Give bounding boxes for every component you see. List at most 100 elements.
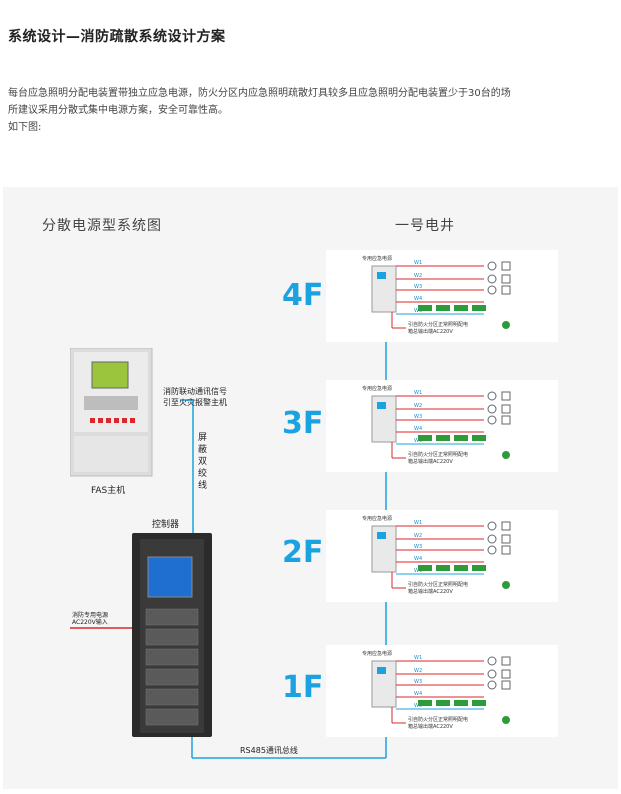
exit-sign-icon xyxy=(472,565,486,571)
light-fixture-icon xyxy=(501,669,511,679)
light-fixture-icon xyxy=(487,680,497,690)
power-input-label-2: AC220V输入 xyxy=(72,619,108,626)
light-fixture-icon xyxy=(501,261,511,271)
light-fixture-icon xyxy=(501,656,511,666)
light-fixture-icon xyxy=(501,285,511,295)
floor-card-drawing: 专用应急电源W1W2W3W4W5引自防火分区正常照明配电箱总输出端AC220V xyxy=(362,255,511,335)
light-fixture-icon xyxy=(501,534,511,544)
emergency-box-label: 专用应急电源 xyxy=(362,515,392,522)
box-indicator xyxy=(377,667,386,674)
exit-sign-icon xyxy=(418,700,432,706)
floor-label-2f: 2F xyxy=(282,535,324,570)
exit-light-icon xyxy=(502,716,510,724)
light-fixture-icon xyxy=(487,404,497,414)
light-fixture-icon xyxy=(501,391,511,401)
exit-sign-icon xyxy=(454,565,468,571)
exit-light-icon xyxy=(502,451,510,459)
floor-card-2f: 专用应急电源W1W2W3W4W5引自防火分区正常照明配电箱总输出端AC220V xyxy=(326,510,558,602)
light-fixture-icon xyxy=(487,545,497,555)
left-heading: 分散电源型系统图 xyxy=(42,218,162,234)
light-fixture-icon xyxy=(487,415,497,425)
light-fixture-icon xyxy=(487,285,497,295)
exit-sign-icon xyxy=(472,435,486,441)
supply-note-1: 引自防火分区正常照明配电 xyxy=(408,321,468,328)
controller-cabinet xyxy=(132,533,212,737)
circuit-label-w1: W1 xyxy=(414,655,422,661)
circuit-label-w3: W3 xyxy=(414,544,422,550)
circuit-label-w3: W3 xyxy=(414,414,422,420)
intro-line-1: 每台应急照明分配电装置带独立应急电源，防火分区内应急照明疏散灯具较多且应急照明分… xyxy=(8,88,511,99)
supply-note-2: 箱总输出端AC220V xyxy=(408,588,453,595)
floor-label-4f: 4F xyxy=(282,278,324,313)
circuit-label-w2: W2 xyxy=(414,273,422,279)
circuit-label-w4: W4 xyxy=(414,296,422,302)
light-fixture-icon xyxy=(501,545,511,555)
fire-signal-label-2: 引至火灾报警主机 xyxy=(163,398,227,407)
floor-card-1f: 专用应急电源W1W2W3W4W5引自防火分区正常照明配电箱总输出端AC220V xyxy=(326,645,558,737)
exit-sign-icon xyxy=(418,305,432,311)
circuit-label-w4: W4 xyxy=(414,691,422,697)
box-indicator xyxy=(377,532,386,539)
light-fixture-icon xyxy=(501,680,511,690)
exit-sign-icon xyxy=(436,435,450,441)
circuit-label-w3: W3 xyxy=(414,284,422,290)
supply-note-1: 引自防火分区正常照明配电 xyxy=(408,581,468,588)
circuit-label-w1: W1 xyxy=(414,260,422,266)
circuit-label-w2: W2 xyxy=(414,668,422,674)
controller-label: 控制器 xyxy=(152,520,180,530)
circuit-label-w4: W4 xyxy=(414,556,422,562)
floor-card-drawing: 专用应急电源W1W2W3W4W5引自防火分区正常照明配电箱总输出端AC220V xyxy=(362,515,511,595)
exit-sign-icon xyxy=(436,305,450,311)
emergency-box-label: 专用应急电源 xyxy=(362,255,392,262)
light-fixture-icon xyxy=(501,415,511,425)
fas-label: FAS主机 xyxy=(91,486,126,496)
exit-sign-icon xyxy=(454,305,468,311)
supply-note-1: 引自防火分区正常照明配电 xyxy=(408,451,468,458)
light-fixture-icon xyxy=(487,261,497,271)
exit-sign-icon xyxy=(418,435,432,441)
light-fixture-icon xyxy=(501,404,511,414)
circuit-label-w1: W1 xyxy=(414,390,422,396)
light-fixture-icon xyxy=(487,274,497,284)
circuit-label-w3: W3 xyxy=(414,679,422,685)
power-input-label-1: 消防专用电源 xyxy=(72,612,109,619)
fas-host-panel xyxy=(70,348,153,477)
light-fixture-icon xyxy=(487,391,497,401)
exit-light-icon xyxy=(502,321,510,329)
light-fixture-icon xyxy=(487,656,497,666)
exit-light-icon xyxy=(502,581,510,589)
floor-label-3f: 3F xyxy=(282,406,324,441)
fire-signal-label-1: 消防联动通讯信号 xyxy=(163,387,227,396)
light-fixture-icon xyxy=(501,521,511,531)
light-fixture-icon xyxy=(487,521,497,531)
exit-sign-icon xyxy=(418,565,432,571)
exit-sign-icon xyxy=(472,700,486,706)
box-indicator xyxy=(377,272,386,279)
light-fixture-icon xyxy=(501,274,511,284)
circuit-label-w2: W2 xyxy=(414,403,422,409)
right-heading: 一号电井 xyxy=(395,218,455,234)
exit-sign-icon xyxy=(472,305,486,311)
floor-card-drawing: 专用应急电源W1W2W3W4W5引自防火分区正常照明配电箱总输出端AC220V xyxy=(362,650,511,730)
supply-note-1: 引自防火分区正常照明配电 xyxy=(408,716,468,723)
emergency-box-label: 专用应急电源 xyxy=(362,385,392,392)
circuit-label-w1: W1 xyxy=(414,520,422,526)
shielded-cable-label: 屏蔽双绞线 xyxy=(198,433,208,491)
intro-line-2: 所建议采用分散式集中电源方案，安全可靠性高。 xyxy=(8,105,228,116)
supply-note-2: 箱总输出端AC220V xyxy=(408,723,453,730)
emergency-box-label: 专用应急电源 xyxy=(362,650,392,657)
box-indicator xyxy=(377,402,386,409)
floor-card-4f: 专用应急电源W1W2W3W4W5引自防火分区正常照明配电箱总输出端AC220V xyxy=(326,250,558,342)
light-fixture-icon xyxy=(487,669,497,679)
page-title: 系统设计—消防疏散系统设计方案 xyxy=(8,29,226,45)
floor-label-1f: 1F xyxy=(282,670,324,705)
exit-sign-icon xyxy=(454,700,468,706)
exit-sign-icon xyxy=(436,565,450,571)
intro-line-3: 如下图: xyxy=(8,122,42,133)
floor-card-3f: 专用应急电源W1W2W3W4W5引自防火分区正常照明配电箱总输出端AC220V xyxy=(326,380,558,472)
light-fixture-icon xyxy=(487,534,497,544)
supply-note-2: 箱总输出端AC220V xyxy=(408,458,453,465)
exit-sign-icon xyxy=(454,435,468,441)
circuit-label-w2: W2 xyxy=(414,533,422,539)
rs485-label: RS485通讯总线 xyxy=(240,746,298,755)
